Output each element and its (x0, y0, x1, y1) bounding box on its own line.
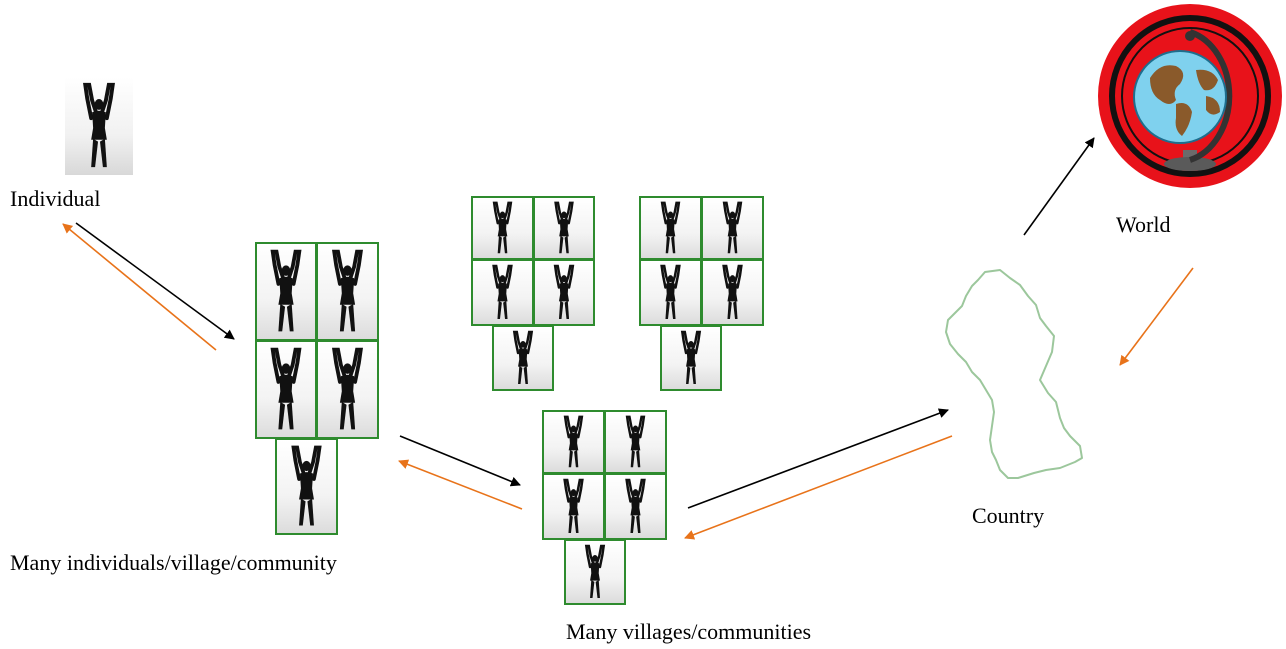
individual-figure (65, 77, 133, 175)
arrow-up (75, 222, 235, 340)
person-tile (660, 325, 722, 391)
arrow-up (687, 408, 949, 509)
person-tile (604, 410, 667, 474)
person-tile (316, 242, 379, 341)
person-tile (604, 473, 667, 540)
person-tile (701, 259, 764, 326)
arrow-down (62, 223, 217, 351)
person-tile (533, 259, 595, 326)
country-label: Country (972, 503, 1045, 528)
arrow-down (684, 435, 953, 540)
person-tile (275, 438, 338, 535)
world-label: World (1116, 212, 1171, 237)
arrow-down (398, 459, 523, 510)
person-tile (492, 325, 554, 391)
individual-label: Individual (10, 186, 101, 211)
person-tile (471, 196, 534, 260)
many-individuals-label: Many individuals/village/community (10, 550, 337, 575)
arrow-up (1023, 137, 1095, 236)
many-villages-label: Many villages/communities (566, 619, 812, 644)
arrow-up (399, 435, 521, 487)
person-tile (542, 473, 605, 540)
person-tile (316, 340, 379, 439)
person-tile (564, 539, 626, 605)
arrow-down (1119, 267, 1194, 366)
